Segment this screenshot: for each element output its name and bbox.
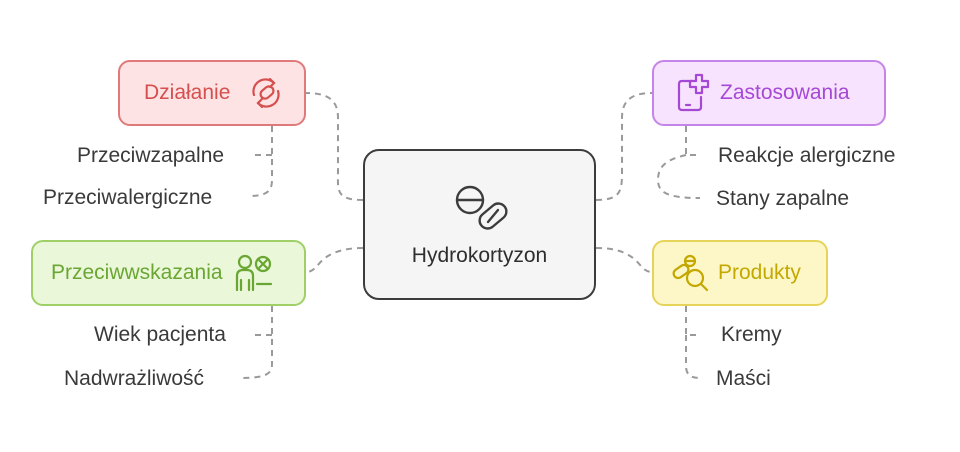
branch-dzialanie: Działanie xyxy=(118,60,306,126)
leaf-zastosowania-2: Stany zapalne xyxy=(716,187,850,210)
leaf-dzialanie-2: Przeciwalergiczne xyxy=(43,186,213,209)
connector-zastosowania xyxy=(595,92,653,201)
connector-przeciw xyxy=(305,247,364,273)
branch-zastosowania: Zastosowania xyxy=(652,60,886,126)
leaf-przeciw-2: Nadwrażliwość xyxy=(64,367,205,390)
connector-dzialanie-items xyxy=(247,126,273,197)
leaf-dzialanie-1: Przeciwzapalne xyxy=(77,144,225,167)
cycle-pill-icon xyxy=(252,77,280,109)
connector-produkty-items xyxy=(685,306,701,379)
leaf-produkty-2: Maści xyxy=(716,367,771,390)
connector-zastosowania-items xyxy=(656,126,701,199)
pills-icon xyxy=(455,185,508,230)
branch-przeciwwskazania-label: Przeciwwskazania xyxy=(51,261,223,284)
central-topic-node: Hydrokortyzon xyxy=(363,149,596,300)
leaf-zastosowania-1: Reakcje alergiczne xyxy=(718,144,896,167)
connector-dzialanie xyxy=(305,92,364,201)
central-topic-label: Hydrokortyzon xyxy=(411,243,548,267)
connector-przeciw-items xyxy=(239,306,273,379)
branch-produkty: Produkty xyxy=(652,240,828,306)
branch-dzialanie-label: Działanie xyxy=(144,81,231,104)
pill-search-icon xyxy=(672,254,709,292)
leaf-produkty-1: Kremy xyxy=(721,323,782,346)
leaf-przeciw-1: Wiek pacjenta xyxy=(94,323,226,346)
medical-tablet-icon xyxy=(677,73,710,112)
patient-forbidden-icon xyxy=(235,254,272,292)
branch-zastosowania-label: Zastosowania xyxy=(720,81,850,104)
branch-produkty-label: Produkty xyxy=(718,261,801,284)
branch-przeciwwskazania: Przeciwwskazania xyxy=(31,240,306,306)
connector-produkty xyxy=(595,247,653,273)
